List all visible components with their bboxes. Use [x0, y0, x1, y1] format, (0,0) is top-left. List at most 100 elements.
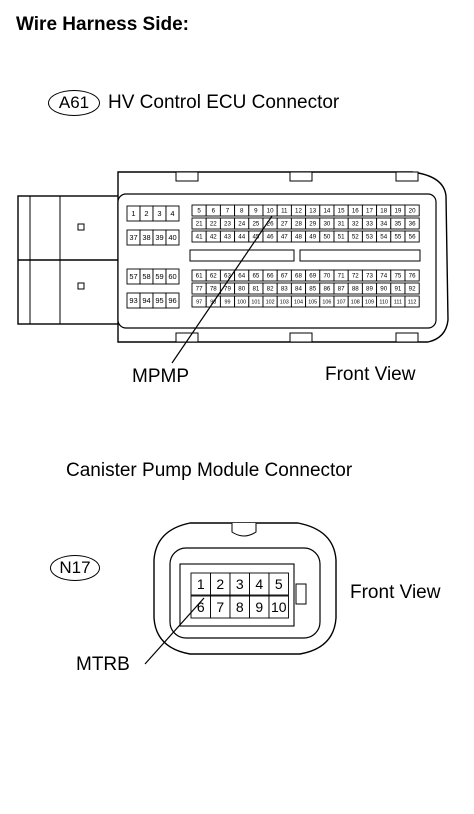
pin-cavity: [404, 204, 420, 217]
n17-wire-label: MTRB: [76, 654, 130, 675]
pin-cavity: [404, 217, 420, 230]
pin-number: 8: [240, 208, 244, 215]
pin-number: 12: [295, 208, 302, 215]
pin-number: 71: [338, 273, 345, 280]
pin-number: 101: [251, 299, 260, 305]
pin-cavity: [165, 292, 180, 309]
pin-number: 15: [338, 208, 345, 215]
a61-bottom-tab: [289, 332, 313, 343]
pin-number: 32: [352, 221, 359, 228]
pin-number: 107: [337, 299, 346, 305]
n17-side-key: [295, 583, 307, 605]
pin-number: 36: [409, 221, 416, 228]
pin-number: 106: [322, 299, 331, 305]
connector-pin: 92: [404, 282, 420, 295]
pin-number: 29: [309, 221, 316, 228]
n17-wire-leader-line: [144, 597, 205, 665]
pin-number: 5: [275, 576, 283, 592]
pin-number: 111: [394, 299, 402, 305]
pin-number: 1: [197, 576, 205, 592]
pin-cavity: [165, 229, 180, 246]
pin-number: 51: [338, 234, 345, 241]
pin-number: 59: [155, 272, 163, 281]
n17-connector-name: Canister Pump Module Connector: [66, 460, 353, 481]
pin-number: 68: [295, 273, 302, 280]
a61-wire-label: MPMP: [132, 366, 189, 387]
pin-number: 85: [309, 286, 316, 293]
pin-number: 72: [352, 273, 359, 280]
pin-number: 69: [309, 273, 316, 280]
pin-number: 4: [170, 209, 174, 218]
pin-number: 40: [168, 233, 176, 242]
connector-pin: 20: [404, 204, 420, 217]
pin-cavity: [268, 572, 289, 596]
pin-number: 110: [379, 299, 388, 305]
connector-pin: 3: [229, 572, 250, 596]
pin-cavity: [404, 230, 420, 243]
pin-number: 50: [323, 234, 330, 241]
pin-number: 34: [380, 221, 387, 228]
pin-number: 57: [129, 272, 137, 281]
pin-number: 100: [237, 299, 246, 305]
pin-number: 10: [271, 599, 287, 615]
pin-number: 82: [267, 286, 274, 293]
pin-number: 102: [266, 299, 275, 305]
pin-cavity: [404, 269, 420, 282]
page-title: Wire Harness Side:: [16, 14, 190, 35]
pin-number: 35: [394, 221, 401, 228]
pin-cavity: [404, 282, 420, 295]
pin-number: 44: [238, 234, 245, 241]
a61-front-view-label: Front View: [325, 364, 416, 385]
n17-connector-code-badge: N17: [50, 555, 100, 581]
pin-number: 81: [252, 286, 259, 293]
connector-pin: 76: [404, 269, 420, 282]
pin-number: 95: [155, 296, 163, 305]
pin-number: 10: [267, 208, 274, 215]
connector-pin: 36: [404, 217, 420, 230]
pin-number: 43: [224, 234, 231, 241]
pin-number: 64: [238, 273, 245, 280]
pin-number: 65: [252, 273, 259, 280]
pin-number: 7: [216, 599, 224, 615]
pin-number: 8: [236, 599, 244, 615]
pin-number: 13: [309, 208, 316, 215]
pin-number: 19: [394, 208, 401, 215]
connector-pin: 9: [249, 595, 270, 619]
pin-number: 9: [254, 208, 258, 215]
connector-pin: 112: [404, 295, 420, 308]
a61-top-tab: [175, 171, 199, 182]
pin-number: 60: [168, 272, 176, 281]
connector-pin: 8: [229, 595, 250, 619]
pin-cavity: [268, 595, 289, 619]
a61-top-tab: [395, 171, 419, 182]
pin-number: 104: [294, 299, 303, 305]
pin-number: 24: [238, 221, 245, 228]
pin-number: 38: [142, 233, 150, 242]
pin-number: 62: [210, 273, 217, 280]
pin-number: 21: [196, 221, 203, 228]
connector-pin: 7: [210, 595, 231, 619]
pin-number: 11: [281, 208, 288, 215]
pin-number: 20: [409, 208, 416, 215]
pin-number: 17: [366, 208, 373, 215]
pin-number: 78: [210, 286, 217, 293]
connector-pin: 5: [268, 572, 289, 596]
pin-number: 90: [380, 286, 387, 293]
pin-number: 2: [216, 576, 224, 592]
pin-number: 74: [380, 273, 387, 280]
pin-number: 96: [168, 296, 176, 305]
pin-number: 83: [281, 286, 288, 293]
pin-number: 86: [323, 286, 330, 293]
pin-number: 49: [309, 234, 316, 241]
pin-number: 4: [255, 576, 263, 592]
pin-number: 75: [394, 273, 401, 280]
pin-cavity: [165, 205, 180, 222]
pin-number: 63: [224, 273, 231, 280]
pin-number: 105: [308, 299, 317, 305]
pin-number: 47: [281, 234, 288, 241]
connector-pin: 96: [165, 292, 180, 309]
pin-number: 52: [352, 234, 359, 241]
pin-number: 25: [252, 221, 259, 228]
pin-number: 54: [380, 234, 387, 241]
